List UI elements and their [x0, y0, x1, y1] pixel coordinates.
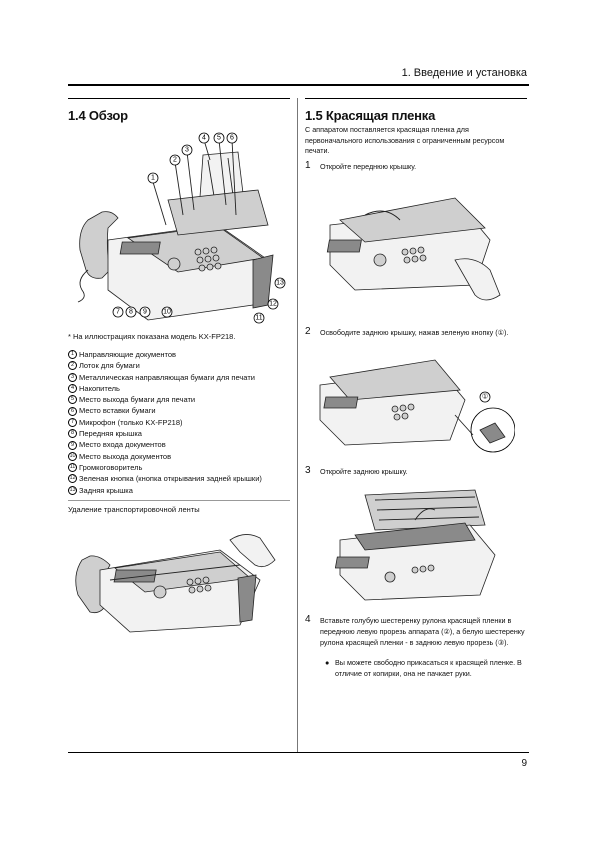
bullet-text: Вы можете свободно прикасаться к красяще…	[335, 658, 522, 678]
callout-3: 3	[181, 144, 193, 156]
step-3-illustration	[335, 489, 496, 601]
callout-8: 8	[125, 306, 137, 318]
part-number-icon: 13	[68, 485, 77, 495]
svg-text:2: 2	[173, 157, 177, 164]
svg-text:9: 9	[143, 309, 147, 316]
callout-2: 2	[169, 154, 181, 166]
chapter-header: 1. Введение и установка	[401, 67, 527, 79]
step-4-number: 4	[305, 614, 311, 625]
part-label: Направляющие документов	[79, 350, 177, 359]
column-divider	[297, 98, 298, 752]
part-number-icon: 2	[68, 361, 77, 371]
step-3-text: Откройте заднюю крышку.	[320, 467, 408, 476]
svg-text:7: 7	[116, 309, 120, 316]
callout-4: 4	[198, 132, 210, 144]
part-number-icon: 3	[68, 372, 77, 382]
part-number-icon: 6	[68, 406, 77, 416]
step-4-bullet: ● Вы можете свободно прикасаться к крася…	[325, 657, 530, 679]
step-4-text: Вставьте голубую шестеренку рулона крася…	[320, 616, 525, 647]
keypad	[167, 246, 222, 272]
tape-removal-illustration	[75, 534, 276, 633]
section-title-overview: 1.4 Обзор	[68, 108, 128, 123]
part-label: Микрофон (только KX-FP218)	[79, 417, 183, 427]
part-number-icon: 7	[68, 417, 77, 427]
svg-text:6: 6	[230, 135, 234, 142]
svg-text:3: 3	[185, 147, 189, 154]
fax-overview-illustration: 1 2 3 4 5 6 7 8 9 10 11 12 13	[77, 132, 286, 324]
page-number: 9	[521, 758, 527, 769]
part-number-icon: 5	[68, 395, 77, 405]
callout-13: 13	[274, 277, 286, 289]
part-number-icon: 4	[68, 384, 77, 394]
part-label: Накопитель	[79, 383, 120, 393]
part-label: Громкоговоритель	[79, 462, 143, 472]
callout-12: 12	[267, 298, 279, 310]
callout-11: 11	[253, 312, 265, 324]
header-rule	[68, 84, 529, 86]
part-label: Лоток для бумаги	[79, 361, 140, 371]
step-1-illustration	[326, 197, 501, 301]
svg-text:12: 12	[269, 301, 277, 308]
part-label: Место выхода документов	[79, 451, 172, 461]
part-number-icon: 8	[68, 429, 77, 439]
bullet-icon: ●	[325, 658, 330, 667]
svg-text:1: 1	[151, 175, 155, 182]
callout-9: 9	[139, 306, 151, 318]
section-rule-right	[305, 98, 527, 99]
subsection-rule	[68, 500, 290, 501]
svg-text:①: ①	[482, 393, 488, 401]
subsection-caption: Удаление транспортировочной ленты	[68, 505, 200, 514]
step-3-number: 3	[305, 465, 311, 476]
callout-5: 5	[213, 132, 225, 144]
callout-1: 1	[147, 172, 159, 184]
step-2-text: Освободите заднюю крышку, нажав зеленую …	[320, 328, 509, 337]
section-rule-left	[68, 98, 290, 99]
callout-10: 10	[161, 306, 173, 318]
part-label: Передняя крышка	[79, 429, 142, 439]
part-number-icon: 10	[68, 451, 77, 461]
svg-text:8: 8	[129, 309, 133, 316]
part-label: Место вставки бумаги	[79, 406, 156, 416]
footer-rule	[68, 752, 529, 753]
section-title-ink-film: 1.5 Красящая пленка	[305, 108, 436, 123]
part-label: Задняя крышка	[79, 485, 133, 495]
step-2-illustration: ①	[319, 359, 515, 453]
step-2-callout: ①	[479, 391, 491, 403]
svg-text:13: 13	[276, 280, 284, 287]
part-number-icon: 9	[68, 440, 77, 450]
part-label: Место выхода бумаги для печати	[79, 395, 196, 405]
svg-text:11: 11	[255, 315, 262, 322]
intro-text: С аппаратом поставляется красящая пленка…	[305, 125, 505, 155]
part-label: Металлическая направляющая бумаги для пе…	[79, 372, 255, 382]
part-number-icon: 1	[68, 350, 77, 360]
part-number-icon: 11	[68, 463, 77, 473]
svg-text:10: 10	[163, 309, 171, 316]
part-label: Зеленая кнопка (кнопка открывания задней…	[79, 474, 262, 484]
step-2-number: 2	[305, 326, 311, 337]
svg-text:5: 5	[217, 135, 221, 142]
model-note: * На иллюстрациях показана модель KX-FP2…	[68, 332, 236, 341]
svg-text:4: 4	[202, 135, 206, 142]
step-1-number: 1	[305, 160, 311, 171]
callout-6: 6	[226, 132, 238, 144]
callout-7: 7	[112, 306, 124, 318]
part-number-icon: 12	[68, 474, 77, 484]
step-1-text: Откройте переднюю крышку.	[320, 162, 417, 171]
part-label: Место входа документов	[79, 440, 166, 450]
